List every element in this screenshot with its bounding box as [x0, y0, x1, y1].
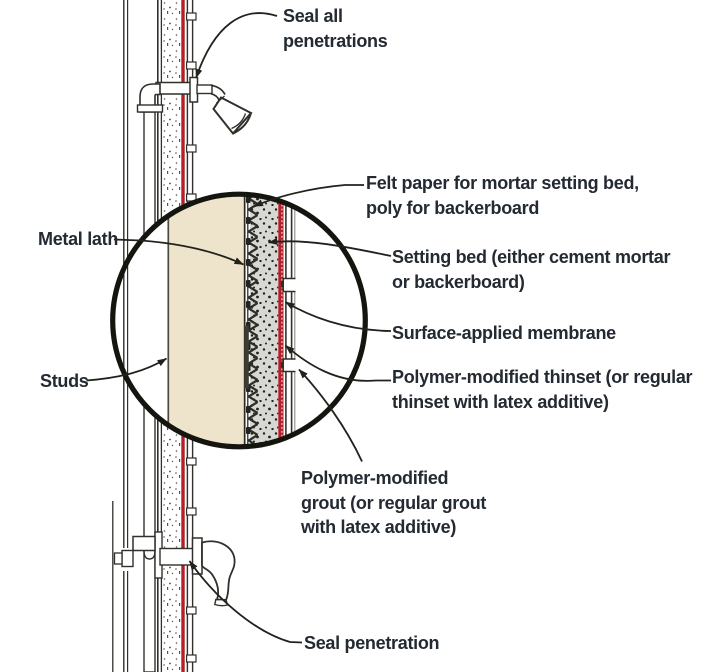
tile-grout-joints	[186, 12, 197, 663]
leader-lines	[86, 12, 392, 644]
metal-lath-zigzag	[248, 196, 259, 445]
tub-spout	[191, 537, 236, 607]
label-seal-all-penetrations: Seal all penetrations	[283, 6, 388, 51]
shower-valve	[113, 531, 194, 579]
label-surface-membrane: Surface-applied membrane	[392, 323, 616, 343]
leader-seal-penetration	[188, 560, 303, 644]
label-seal-penetration: Seal penetration	[304, 633, 440, 653]
magnified-grout-joints	[280, 277, 296, 373]
leader-setting-bed	[268, 237, 392, 257]
magnified-layers	[167, 196, 296, 445]
label-thinset: Polymer-modified thinset (or regular thi…	[392, 367, 693, 412]
label-studs: Studs	[40, 371, 89, 391]
label-felt-paper: Felt paper for mortar setting bed, poly …	[366, 173, 639, 218]
label-grout: Polymer-modified grout (or regular grout…	[301, 468, 487, 537]
leader-studs	[86, 357, 167, 382]
leader-metal-lath	[113, 238, 244, 266]
leader-grout	[298, 368, 363, 462]
shower-head	[212, 95, 253, 136]
valve-handle	[121, 549, 134, 568]
leader-seal-all	[195, 12, 278, 79]
leader-thinset	[284, 344, 391, 382]
label-setting-bed: Setting bed (either cement mortar or bac…	[392, 247, 671, 292]
stud-cross-section	[167, 196, 243, 445]
leader-membrane	[285, 301, 392, 332]
leader-felt-paper	[253, 184, 364, 208]
surface-membrane-layer	[278, 196, 284, 445]
label-metal-lath: Metal lath	[38, 229, 119, 249]
magnifier-ring	[110, 191, 368, 450]
